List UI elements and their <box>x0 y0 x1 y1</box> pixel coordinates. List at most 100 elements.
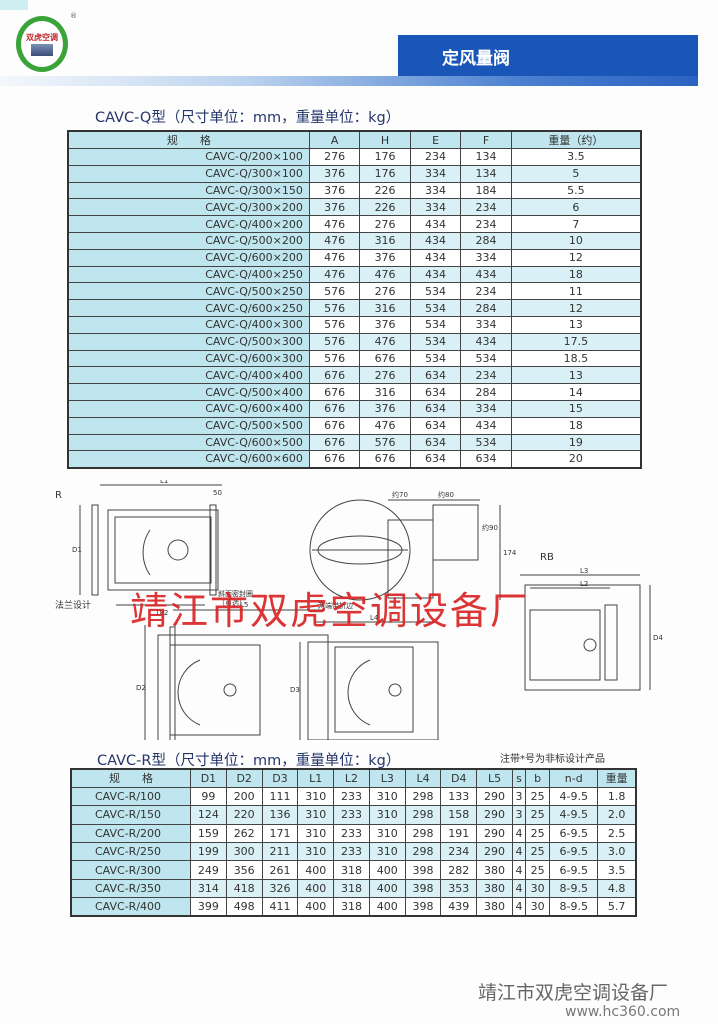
value-cell: 400 <box>368 860 406 880</box>
value-cell: 634 <box>409 450 462 469</box>
value-cell: 4-9.5 <box>549 786 599 807</box>
value-cell: 310 <box>368 786 406 807</box>
value-cell: 124 <box>190 805 227 825</box>
dim-80: 约80 <box>438 490 454 499</box>
model-cell: CAVC-Q/400×400 <box>67 366 310 385</box>
column-header: L5 <box>476 768 513 788</box>
value-cell: 2.5 <box>597 823 637 844</box>
dim-l5: L5 <box>240 601 248 609</box>
value-cell: 400 <box>368 878 406 899</box>
value-cell: 234 <box>409 148 462 166</box>
dim-l4: L4 <box>370 614 379 622</box>
value-cell: 400 <box>297 860 335 880</box>
value-cell: 676 <box>308 366 361 385</box>
q-table-title: CAVC-Q型（尺寸单位：mm，重量单位：kg） <box>95 110 401 126</box>
value-cell: 334 <box>409 198 462 217</box>
value-cell: 290 <box>476 786 513 807</box>
logo-image <box>31 43 53 56</box>
value-cell: 434 <box>460 416 512 435</box>
value-cell: 353 <box>440 878 478 899</box>
value-cell: 290 <box>476 805 513 825</box>
dim-90: 约90 <box>482 523 498 532</box>
value-cell: 634 <box>409 399 462 418</box>
value-cell: 176 <box>359 148 411 166</box>
value-cell: 18.5 <box>510 349 642 368</box>
value-cell: 284 <box>460 299 512 317</box>
value-cell: 290 <box>476 823 513 844</box>
value-cell: 276 <box>308 148 361 166</box>
value-cell: 400 <box>368 897 406 917</box>
value-cell: 298 <box>404 823 442 844</box>
value-cell: 398 <box>404 860 442 880</box>
value-cell: 326 <box>261 878 299 899</box>
value-cell: 30 <box>524 878 551 899</box>
value-cell: 534 <box>409 315 462 334</box>
label-flange-design: 法兰设计 <box>55 599 91 611</box>
value-cell: 534 <box>460 433 512 452</box>
company-logo: 双虎空调 <box>16 16 68 72</box>
value-cell: 298 <box>404 842 442 862</box>
column-header: s <box>511 768 526 788</box>
r-table-title: CAVC-R型（尺寸单位：mm，重量单位：kg） <box>97 753 401 769</box>
column-header: H <box>359 130 411 149</box>
value-cell: 284 <box>460 231 512 250</box>
value-cell: 376 <box>359 315 411 334</box>
value-cell: 434 <box>409 265 462 284</box>
value-cell: 176 <box>359 164 411 183</box>
model-cell: CAVC-Q/300×100 <box>67 164 310 183</box>
value-cell: 334 <box>460 315 512 334</box>
value-cell: 316 <box>359 383 411 401</box>
value-cell: 184 <box>460 181 512 200</box>
model-cell: CAVC-R/250 <box>70 842 192 862</box>
value-cell: 434 <box>460 265 512 284</box>
model-cell: CAVC-Q/500×300 <box>67 332 310 351</box>
value-cell: 310 <box>368 823 406 844</box>
column-header: D3 <box>261 768 299 788</box>
value-cell: 434 <box>409 231 462 250</box>
value-cell: 234 <box>460 198 512 217</box>
value-cell: 5.7 <box>597 897 637 917</box>
dim-l3: L3 <box>580 567 588 575</box>
value-cell: 30 <box>524 897 551 917</box>
value-cell: 676 <box>359 349 411 368</box>
registered-mark: ® <box>70 12 77 20</box>
value-cell: 276 <box>359 215 411 233</box>
value-cell: 99 <box>190 786 227 807</box>
value-cell: 20 <box>510 450 642 469</box>
dim-d2: D2 <box>136 684 146 692</box>
model-cell: CAVC-Q/600×600 <box>67 450 310 469</box>
value-cell: 2.0 <box>597 805 637 825</box>
value-cell: 136 <box>261 805 299 825</box>
value-cell: 4 <box>511 878 526 899</box>
value-cell: 300 <box>225 842 263 862</box>
value-cell: 276 <box>359 282 411 301</box>
value-cell: 10 <box>510 231 642 250</box>
value-cell: 25 <box>524 860 551 880</box>
column-header: D4 <box>440 768 478 788</box>
column-header: D1 <box>190 768 227 788</box>
value-cell: 3.5 <box>510 148 642 166</box>
footer-site: www.hc360.com <box>565 1004 681 1020</box>
value-cell: 411 <box>261 897 299 917</box>
value-cell: 8-9.5 <box>549 897 599 917</box>
value-cell: 233 <box>333 805 370 825</box>
value-cell: 4 <box>511 842 526 862</box>
value-cell: 318 <box>333 897 370 917</box>
value-cell: 233 <box>333 842 370 862</box>
value-cell: 356 <box>225 860 263 880</box>
value-cell: 6-9.5 <box>549 860 599 880</box>
value-cell: 376 <box>308 181 361 200</box>
label-rb: RB <box>540 552 554 563</box>
value-cell: 14 <box>510 383 642 401</box>
model-cell: CAVC-Q/600×250 <box>67 299 310 317</box>
dim-70: 约70 <box>392 490 408 499</box>
